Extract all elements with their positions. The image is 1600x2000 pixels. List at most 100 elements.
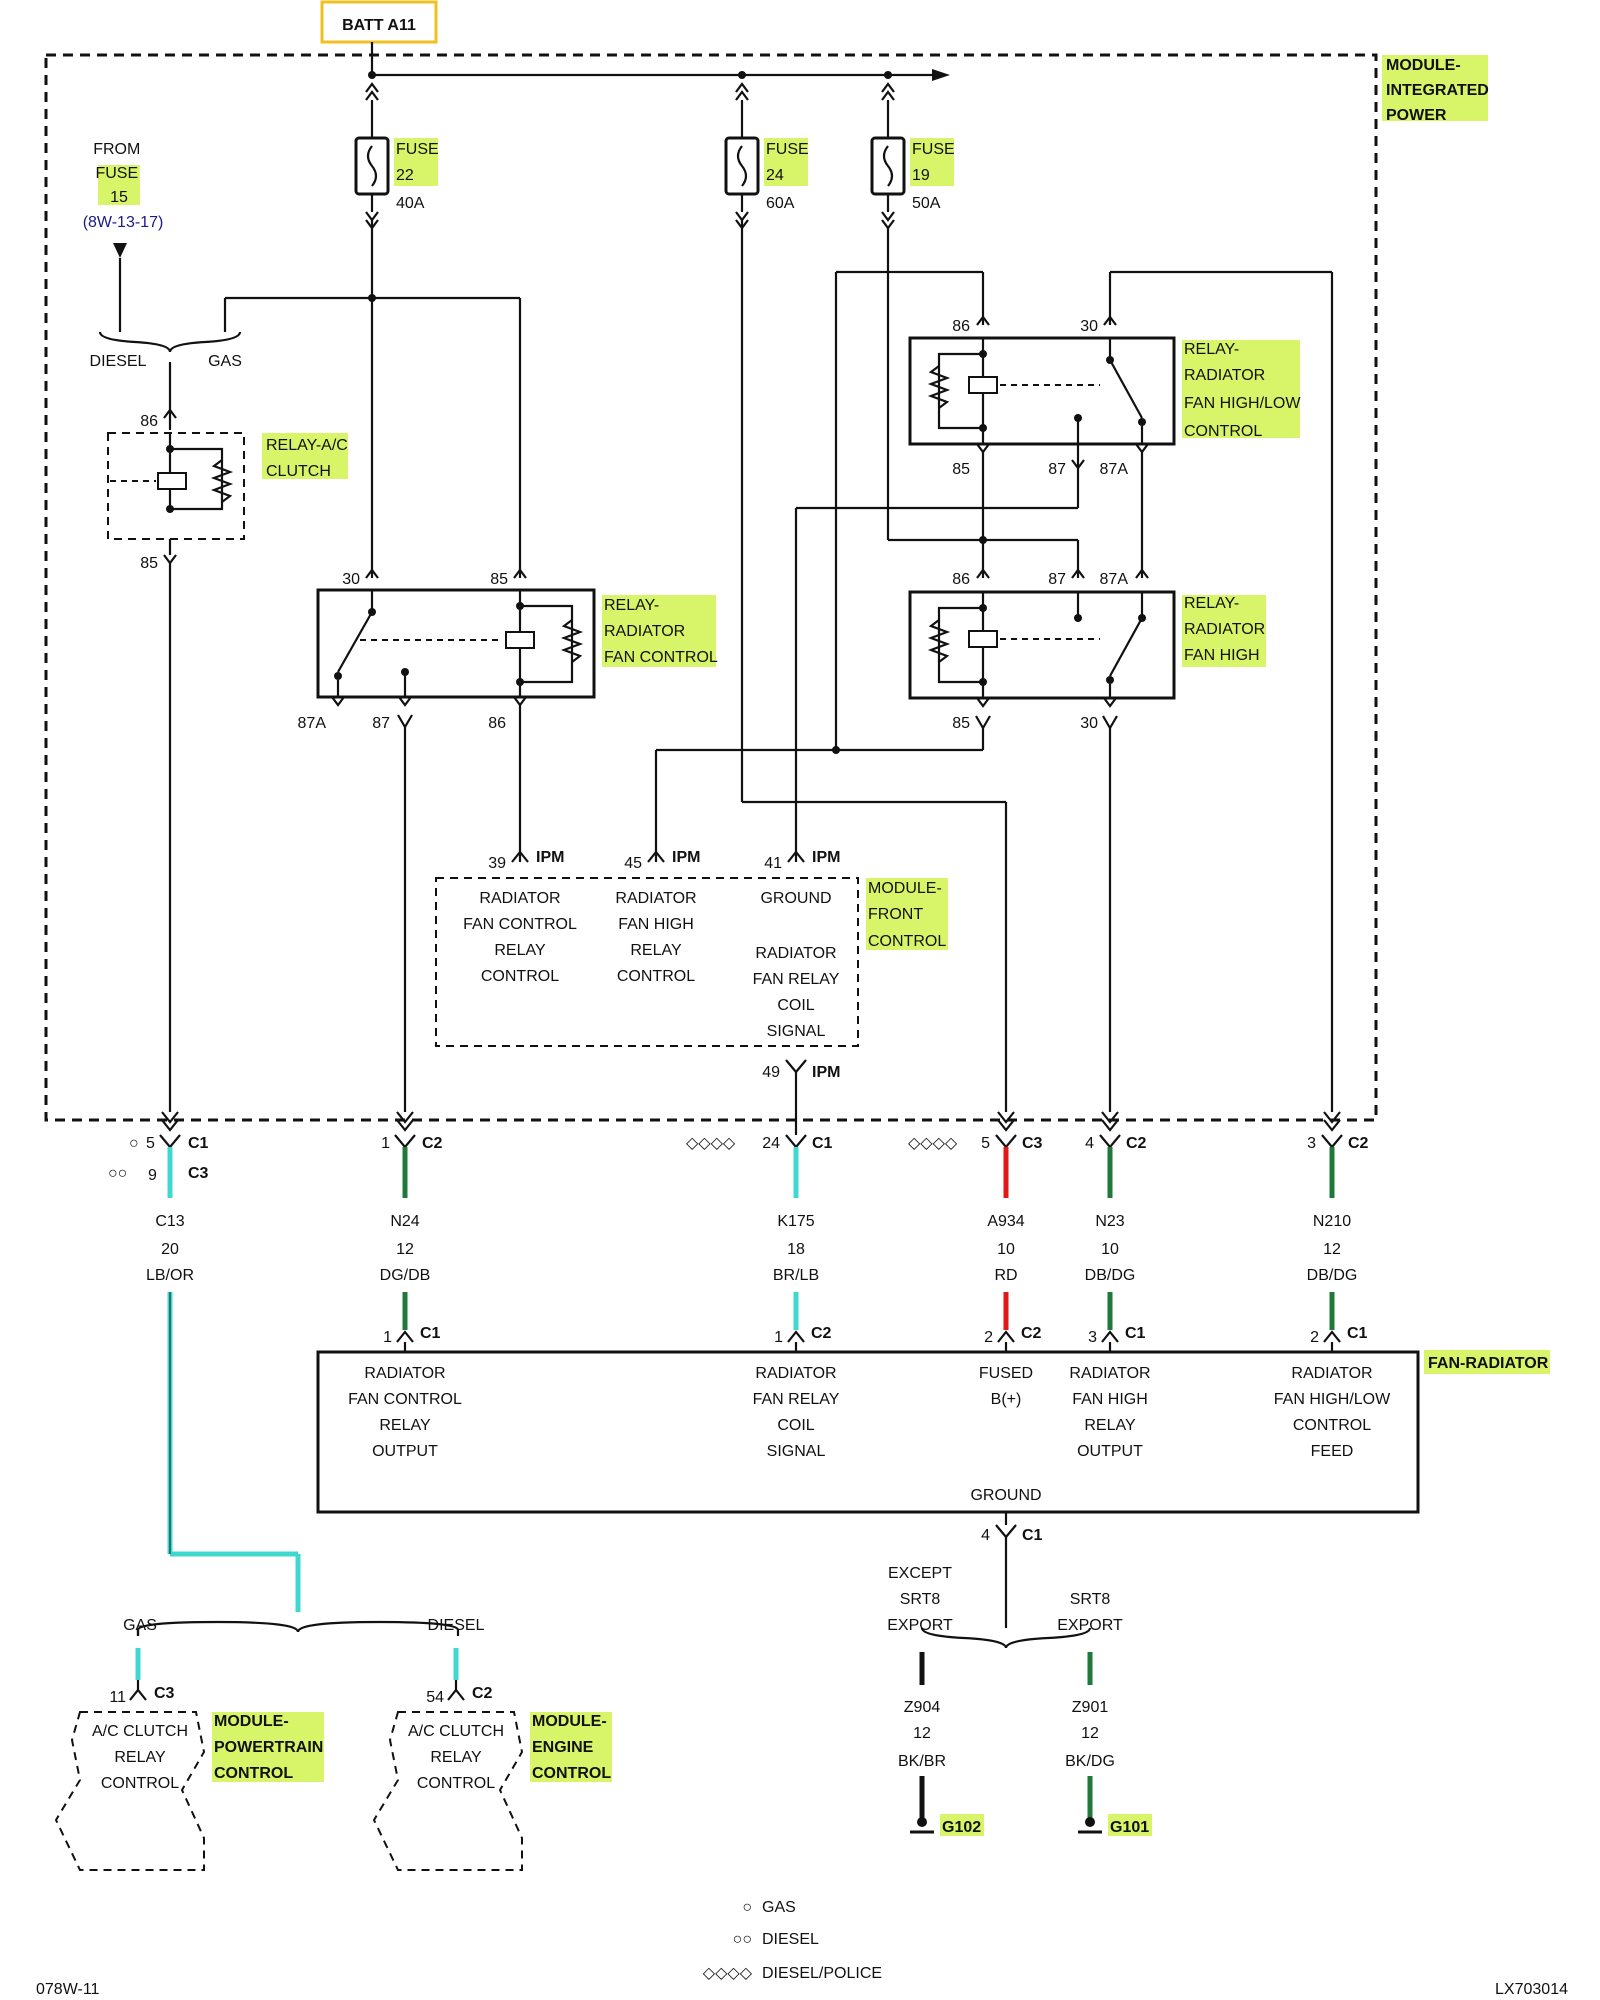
from-fuse-label: FROM FUSE 15 [93,141,145,206]
fcm-pin-39: 39 [488,855,506,872]
ground-symbol-g102 [910,1817,934,1834]
ac-relay-pin-86: 86 [140,413,158,430]
ground-split [920,1627,1092,1649]
fan-radiator-label: FAN-RADIATOR [1428,1355,1549,1372]
fcm-pin-41: 41 [764,855,782,872]
ipm-outline [44,53,1378,1122]
gas-label-top: GAS [208,353,242,370]
fcm-pin-45: 45 [624,855,642,872]
fuse-24-rating: 60A [766,195,795,212]
legend: ○ GAS ○○ DIESEL ◇◇◇◇ DIESEL/POLICE [703,1899,882,1982]
diesel-police-symbol-1: ◇◇◇◇ [686,1135,736,1152]
ipm-a934-conn: C3 [1022,1135,1043,1152]
ac-clutch-relay [107,432,245,540]
ipm-n23-conn: C2 [1126,1135,1147,1152]
fan-conn-3: C2 [1021,1325,1042,1342]
h-pin-87a: 87A [1100,571,1129,588]
high-low-relay [908,336,1176,446]
legend-police-text: DIESEL/POLICE [762,1965,882,1982]
hl-pin-87: 87 [1048,461,1066,478]
h-pin-85: 85 [952,715,970,732]
ipm-n210-conn: C2 [1348,1135,1369,1152]
fcm-pin-49: 49 [762,1064,780,1081]
bus-arrow [932,69,950,81]
ipm-n24-pin: 1 [381,1135,390,1152]
ipm-a934-pin: 5 [981,1135,990,1152]
fuse-19-rating: 50A [912,195,941,212]
hl-pin-30: 30 [1080,318,1098,335]
footer-left: 078W-11 [36,1981,100,1998]
diesel-label-top: DIESEL [90,353,147,370]
fan-conn-5: C1 [1347,1325,1368,1342]
legend-diesel-symbol: ○○ [733,1931,752,1948]
fan-conn-1: C1 [420,1325,441,1342]
fan-pin-2: 1 [774,1329,783,1346]
ipm-c13-conn: C1 [188,1135,209,1152]
ipm-n24-conn: C2 [422,1135,443,1152]
fan-pin-5: 2 [1310,1329,1319,1346]
ipm-c13-alt-conn: C3 [188,1165,209,1182]
ecm-pin: 54 [426,1689,444,1706]
ground-symbol-g101 [1078,1817,1102,1834]
front-control-module [435,877,859,1047]
ac-relay-pin-85: 85 [140,555,158,572]
fcm-conn-49: IPM [812,1064,840,1081]
fcm-conn-41: IPM [812,849,840,866]
fan-ground-conn: C1 [1022,1527,1043,1544]
pcm-box [54,1711,206,1871]
from-fuse-ref: (8W-13-17) [83,214,164,231]
ground-g102-label: G102 [942,1819,981,1836]
fc-pin-87a: 87A [298,715,327,732]
pcm-pin: 11 [109,1689,126,1706]
fc-pin-87: 87 [372,715,390,732]
ipm-k175-pin: 24 [762,1135,780,1152]
legend-police-symbol: ◇◇◇◇ [703,1965,753,1982]
fan-control-relay [316,588,596,699]
fan-pin-4: 3 [1088,1329,1097,1346]
diesel-police-symbol-2: ◇◇◇◇ [908,1135,958,1152]
ipm-c13-pin: 5 [146,1135,155,1152]
fcm-conn-39: IPM [536,849,564,866]
h-pin-87: 87 [1048,571,1066,588]
ecm-conn: C2 [472,1685,493,1702]
fan-conn-2: C2 [811,1325,832,1342]
ipm-k175-conn: C1 [812,1135,833,1152]
batt-box [320,0,438,44]
ecm-box [372,1711,524,1871]
footer-right: LX703014 [1495,1981,1568,1998]
fan-radiator-box [316,1350,1420,1514]
diesel-symbol-c3: ○○ [108,1165,127,1182]
fan-ground-label: GROUND [970,1487,1041,1504]
gas-diesel-split [136,1620,460,1636]
fc-pin-86: 86 [488,715,506,732]
legend-diesel-text: DIESEL [762,1931,819,1948]
fcm-conn-45: IPM [672,849,700,866]
ipm-c13-alt-pin: 9 [148,1167,157,1184]
